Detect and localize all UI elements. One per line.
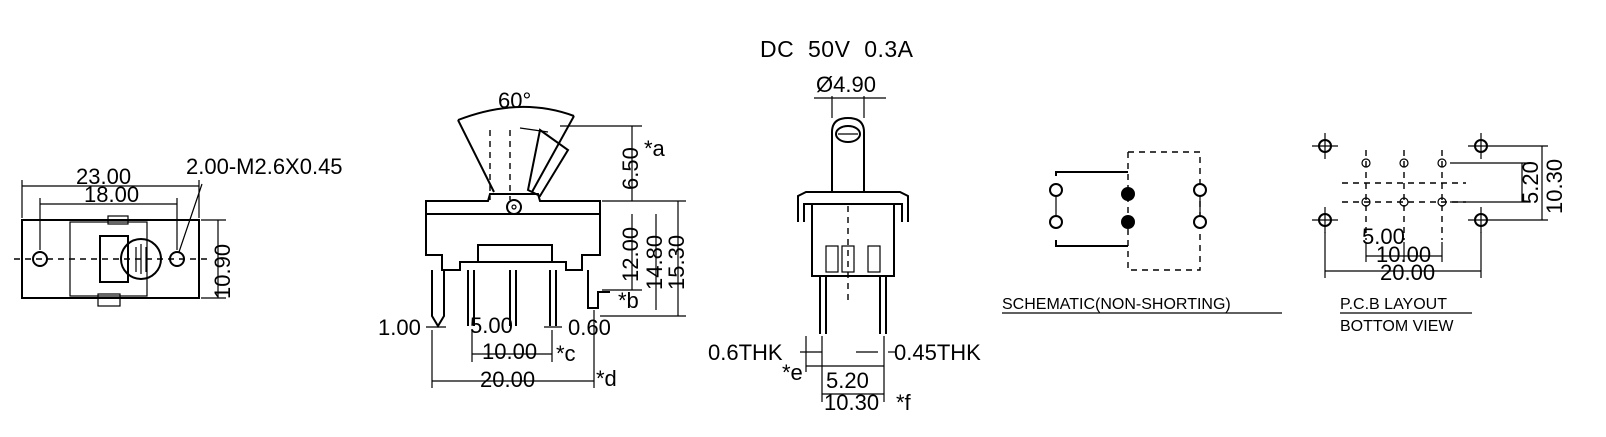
screw-note-label: 2.00-M2.6X0.45 [186, 154, 343, 179]
pcb-caption-1: P.C.B LAYOUT [1340, 296, 1447, 313]
pcb-caption-2: BOTTOM VIEW [1340, 318, 1454, 335]
pitch-label: 5.00 [470, 313, 513, 338]
pin-width-label: 1.00 [378, 315, 421, 340]
height-1530-label: 15.30 [664, 235, 689, 290]
mark-e: *e [782, 360, 803, 385]
diameter-label: Ø4.90 [816, 72, 876, 97]
mark-c: *c [556, 341, 576, 366]
pcb-layout [1312, 133, 1548, 314]
pcb-1030-label: 10.30 [1542, 159, 1567, 214]
side-span-label: 10.30 [824, 390, 879, 415]
pin-thk-label: 0.60 [568, 315, 611, 340]
schematic [1002, 151, 1282, 314]
side-pitch-label: 5.20 [826, 368, 869, 393]
height-1480-label: 14.80 [642, 235, 667, 290]
pcb-500-label: 5.00 [1362, 224, 1405, 249]
pcb-1000-label: 10.00 [1376, 242, 1431, 267]
top-width-label: 23.00 [76, 164, 131, 189]
angle-label: 60° [498, 88, 531, 113]
front-view [425, 105, 686, 388]
pcb-2000-label: 20.00 [1380, 260, 1435, 285]
rating-title: DC 50V 0.3A [760, 36, 914, 62]
mark-b: *b [618, 288, 639, 313]
side-view [797, 96, 909, 402]
schematic-caption: SCHEMATIC(NON-SHORTING) [1002, 296, 1231, 313]
body-height-label: 12.00 [618, 227, 643, 282]
mark-f: *f [896, 390, 912, 415]
mark-a: *a [644, 136, 666, 161]
span-10-label: 10.00 [482, 339, 537, 364]
mark-d: *d [596, 366, 617, 391]
span-20-label: 20.00 [480, 367, 535, 392]
top-view [14, 180, 226, 307]
lever-height-label: 6.50 [618, 147, 643, 190]
thk-left-label: 0.6THK [708, 340, 783, 365]
top-height-label: 10.90 [210, 244, 235, 299]
top-pitch-label: 18.00 [84, 182, 139, 207]
thk-right-label: 0.45THK [894, 340, 981, 365]
pcb-520-label: 5.20 [1518, 161, 1543, 204]
